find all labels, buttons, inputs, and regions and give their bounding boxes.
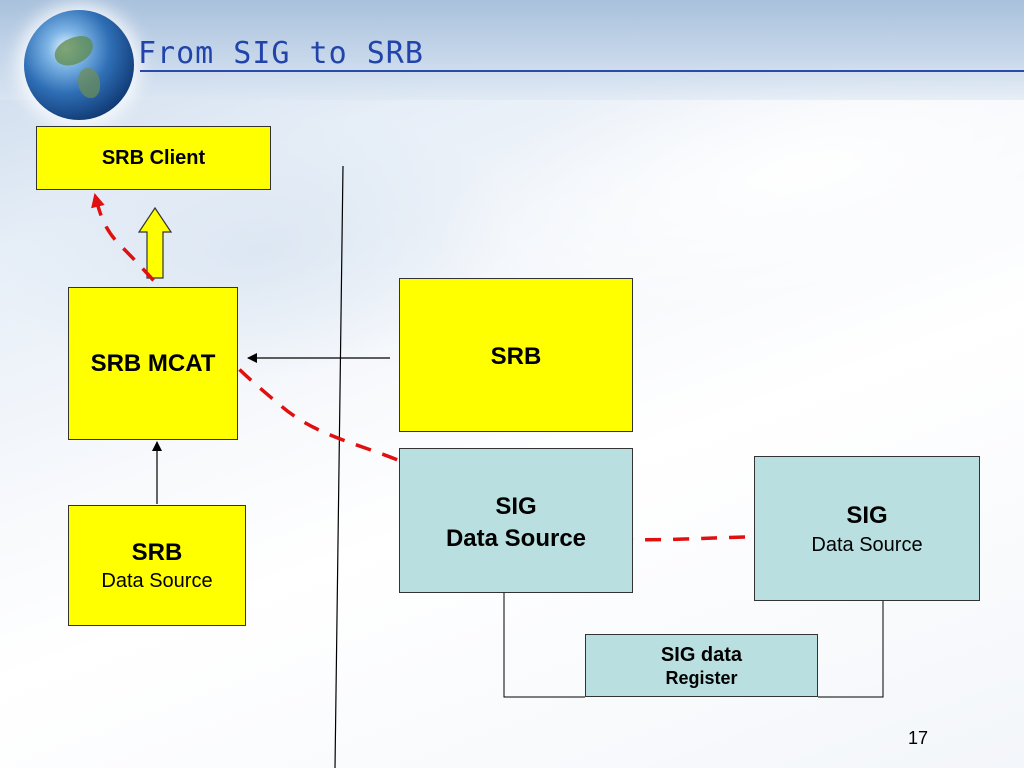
srb-mcat-label: SRB MCAT: [90, 349, 216, 377]
sig-data-register-subtitle: Register: [665, 667, 738, 688]
srb-data-source-box: SRB Data Source: [68, 505, 246, 626]
slide-title: From SIG to SRB: [138, 36, 424, 71]
srb-client-label: SRB Client: [101, 146, 206, 169]
sig-register-connector: [503, 593, 585, 698]
srb-data-source-title: SRB: [131, 538, 183, 566]
srb-box: SRB: [399, 278, 633, 432]
header-band: [0, 0, 1024, 100]
sig-data-source-right-box: SIG Data Source: [754, 456, 980, 601]
srb-label: SRB: [490, 343, 542, 370]
sig-data-register-box: SIG data Register: [585, 634, 818, 697]
srb-client-box: SRB Client: [36, 126, 271, 190]
globe-logo-icon: [24, 10, 134, 120]
srb-data-source-subtitle: Data Source: [101, 569, 213, 592]
srb-mcat-box: SRB MCAT: [68, 287, 238, 440]
title-underline: [140, 70, 1024, 72]
sig-register-connector: [818, 601, 884, 698]
sig-data-source-left-box: SIG Data Source: [399, 448, 633, 593]
sig-data-source-left-title: SIG: [495, 493, 537, 520]
sig-data-source-right-subtitle: Data Source: [811, 534, 923, 556]
sig-data-register-title: SIG data: [660, 643, 743, 666]
page-number: 17: [908, 728, 929, 748]
domain-divider-line: [334, 165, 344, 768]
sig-data-source-right-title: SIG: [846, 502, 888, 529]
sig-data-source-left-subtitle: Data Source: [445, 525, 587, 552]
mcat-to-client-arrow: [137, 206, 173, 279]
